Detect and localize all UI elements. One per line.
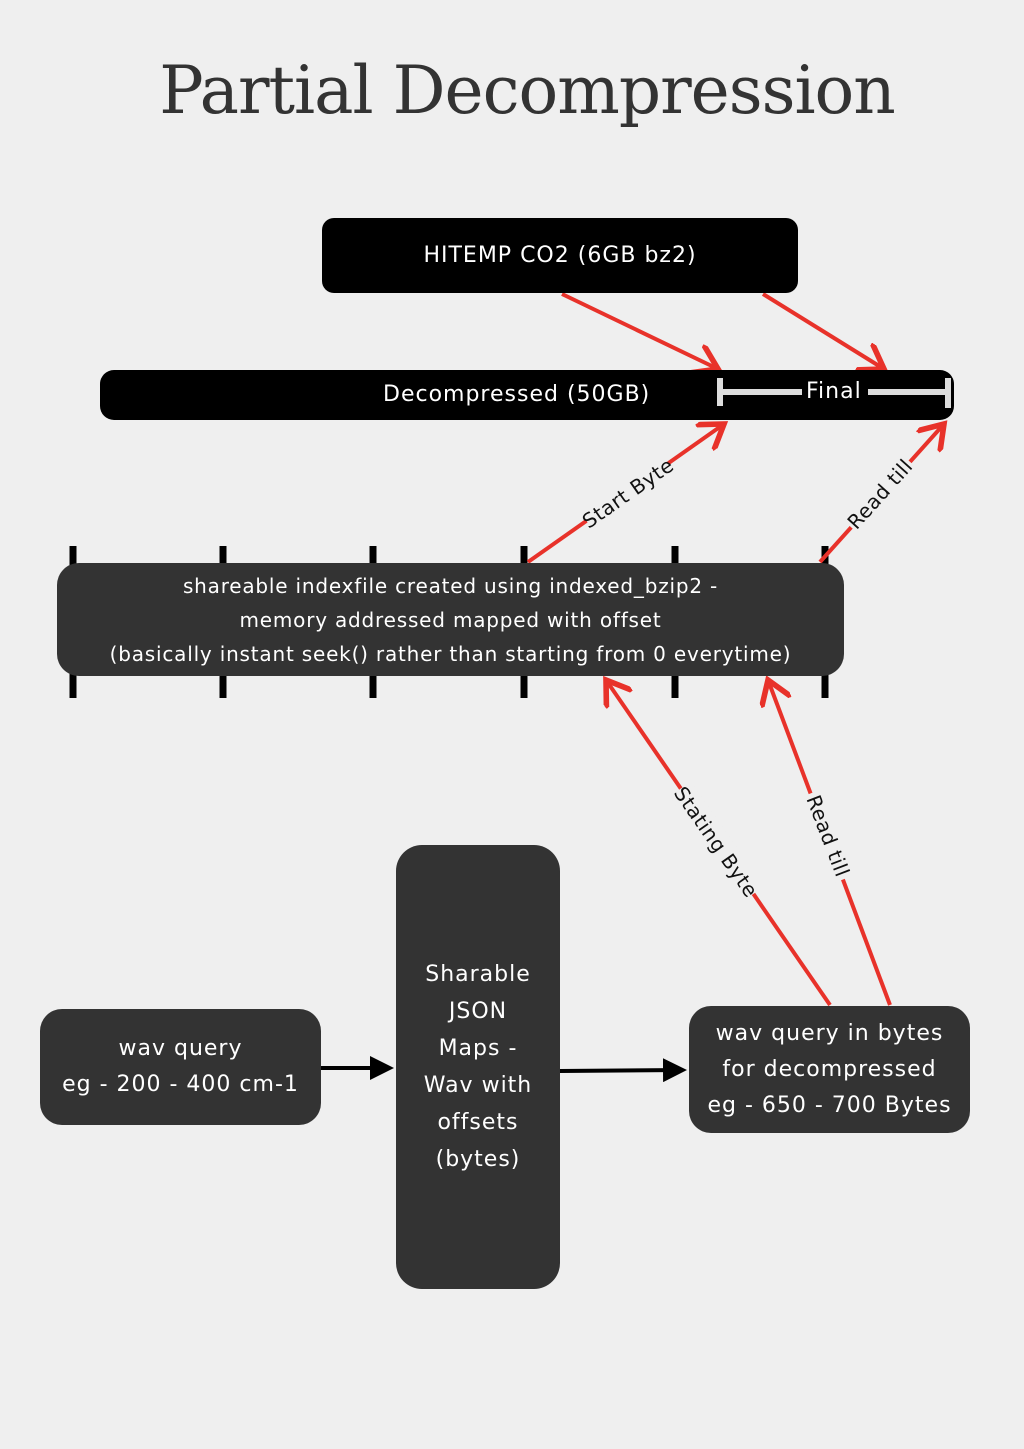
hitemp-node: HITEMP CO2 (6GB bz2) [322, 218, 798, 293]
wav-bytes-line: for decompressed [722, 1056, 937, 1082]
hitemp-label: HITEMP CO2 (6GB bz2) [423, 243, 697, 268]
json-map-line: Sharable [425, 962, 531, 987]
page-title: Partial Decompression [159, 52, 896, 129]
arrow-hitemp-to-final-start [561, 292, 718, 369]
indexfile-node: shareable indexfile created using indexe… [57, 563, 844, 676]
wav-query-line: wav query [118, 1036, 243, 1061]
json-map-line: JSON [448, 999, 508, 1024]
json-map-line: offsets [437, 1110, 519, 1135]
indexfile-line: (basically instant seek() rather than st… [109, 641, 792, 666]
read-till-top-label: Read till [842, 454, 917, 534]
arrow-hitemp-to-final-end [761, 292, 884, 369]
final-range-marker [717, 378, 951, 408]
indexfile-line: shareable indexfile created using indexe… [182, 573, 719, 598]
json-map-node: Sharable JSON Maps - Wav with offsets (b… [396, 845, 560, 1289]
wav-bytes-node: wav query in bytes for decompressed eg -… [689, 1006, 970, 1133]
read-till-bottom-label: Read till [801, 792, 854, 881]
wav-bytes-line: wav query in bytes [715, 1020, 944, 1046]
json-map-line: Wav with [423, 1073, 533, 1098]
arrow-json-to-bytes [559, 1058, 687, 1083]
json-map-line: Maps - [438, 1036, 518, 1061]
decompressed-node: Decompressed (50GB) Final [100, 370, 954, 420]
json-map-line: (bytes) [435, 1147, 521, 1172]
stating-byte-label: Stating Byte [669, 782, 763, 902]
indexfile-line: memory addressed mapped with offset [239, 607, 662, 632]
wav-bytes-line: eg - 650 - 700 Bytes [707, 1092, 952, 1118]
wav-query-line: eg - 200 - 400 cm-1 [62, 1072, 299, 1097]
decompressed-label: Decompressed (50GB) [383, 382, 651, 407]
wav-query-node: wav query eg - 200 - 400 cm-1 [40, 1009, 321, 1125]
start-byte-label: Start Byte [578, 453, 679, 533]
final-label: Final [806, 379, 862, 404]
